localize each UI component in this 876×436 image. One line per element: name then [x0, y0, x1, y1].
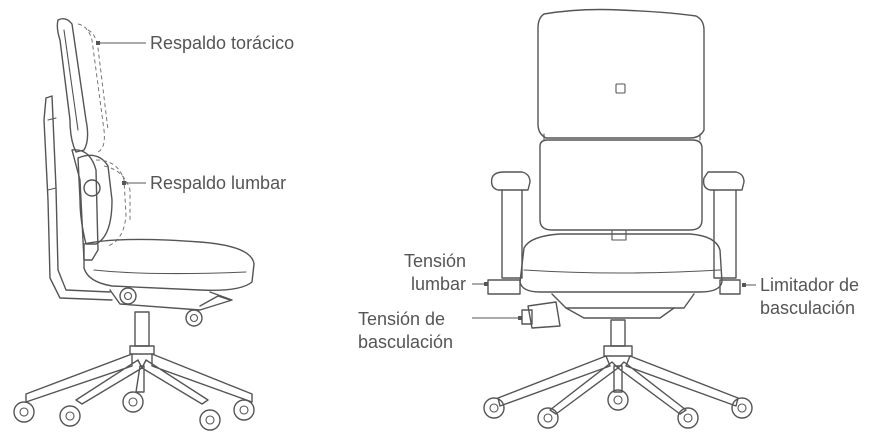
- label-tension-lumbar-line1: Tensión: [403, 251, 466, 271]
- label-respaldo-lumbar: Respaldo lumbar: [150, 173, 287, 193]
- front-logo-square: [615, 83, 626, 94]
- front-casters: [483, 389, 753, 429]
- front-lumbar-backrest: [539, 139, 703, 231]
- side-thoracic-backrest: [56, 17, 89, 153]
- front-seat: [519, 233, 723, 293]
- front-thoracic-backrest: [537, 8, 705, 139]
- front-left-armrest: [490, 171, 531, 191]
- side-lumbar-backrest: [77, 154, 113, 245]
- label-tension-lumbar-line2: lumbar: [410, 274, 466, 294]
- label-tension-basculacion-line2: basculación: [358, 332, 454, 352]
- side-mechanism: [109, 289, 233, 311]
- label-tension-basculacion-line1: Tensión de: [358, 309, 446, 329]
- side-gas-lift: [134, 311, 150, 347]
- label-limitador-line2: basculación: [760, 298, 856, 318]
- front-gas-lift: [610, 319, 626, 347]
- front-right-armrest: [702, 171, 745, 191]
- label-respaldo-toracico: Respaldo torácico: [150, 33, 295, 53]
- side-seat: [83, 238, 255, 292]
- front-view-chair: [483, 8, 753, 429]
- front-mechanism: [551, 293, 695, 309]
- label-limitador-line1: Limitador de: [760, 275, 860, 295]
- side-casters: [13, 391, 255, 431]
- front-star-base: [497, 355, 739, 415]
- side-view-chair: [13, 17, 255, 431]
- side-star-base: [25, 353, 253, 405]
- side-frame: [43, 95, 113, 301]
